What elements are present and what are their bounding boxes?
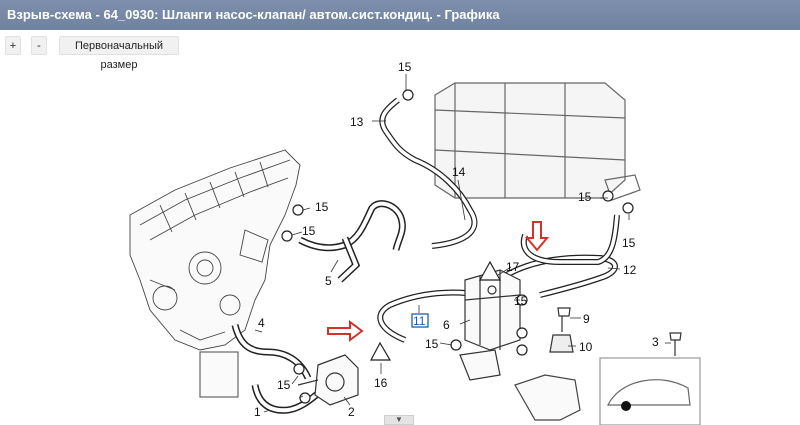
callout-9[interactable]: 9	[583, 312, 590, 326]
window-title: Взрыв-схема - 64_0930: Шланги насос-клап…	[0, 0, 800, 30]
valve-block-illustration	[459, 269, 521, 381]
heater-core-illustration	[434, 82, 641, 201]
callout-1[interactable]: 1	[254, 405, 261, 419]
bracket-illustration	[514, 374, 581, 421]
vehicle-thumbnail	[599, 357, 701, 425]
callout-15[interactable]: 15	[622, 236, 636, 250]
callout-13[interactable]: 13	[350, 115, 364, 129]
toolbar: + - Первоначальный размер	[0, 30, 800, 71]
grommet-10-illustration	[549, 334, 574, 353]
auxiliary-pump-illustration	[297, 354, 359, 406]
scroll-down-handle[interactable]: ▼	[384, 415, 414, 425]
exploded-view-diagram: 15 13 14 15 15 5 15 15 12 17 15 6 11 9 4…	[129, 60, 701, 425]
callout-15[interactable]: 15	[277, 378, 291, 392]
reset-size-button[interactable]: Первоначальный размер	[59, 36, 179, 71]
zoom-in-button[interactable]: +	[5, 36, 21, 55]
engine-illustration	[129, 149, 301, 351]
callout-17[interactable]: 17	[506, 260, 520, 274]
red-arrow-down	[524, 221, 550, 252]
callout-15[interactable]: 15	[425, 337, 439, 351]
reservoir-illustration	[199, 351, 239, 398]
callout-11[interactable]: 11	[413, 314, 426, 328]
callout-15[interactable]: 15	[315, 200, 329, 214]
red-arrow-right	[327, 320, 364, 342]
clamps	[281, 89, 634, 404]
highlight-box	[411, 313, 429, 328]
screw-9-illustration	[557, 307, 571, 332]
callout-15[interactable]: 15	[514, 294, 528, 308]
callout-2[interactable]: 2	[348, 405, 355, 419]
callout-3[interactable]: 3	[652, 335, 659, 349]
callout-15[interactable]: 15	[302, 224, 316, 238]
callout-12[interactable]: 12	[623, 263, 637, 277]
warning-triangle-icon	[478, 260, 502, 281]
callout-16[interactable]: 16	[374, 376, 388, 390]
warning-triangle-icon	[370, 341, 392, 361]
callout-10[interactable]: 10	[579, 340, 593, 354]
callout-15[interactable]: 15	[398, 60, 412, 74]
callout-6[interactable]: 6	[443, 318, 450, 332]
callout-14[interactable]: 14	[452, 165, 466, 179]
screw-3-illustration	[669, 332, 682, 356]
callout-15[interactable]: 15	[578, 190, 592, 204]
zoom-out-button[interactable]: -	[31, 36, 47, 55]
callout-5[interactable]: 5	[325, 274, 332, 288]
callout-4[interactable]: 4	[258, 316, 265, 330]
